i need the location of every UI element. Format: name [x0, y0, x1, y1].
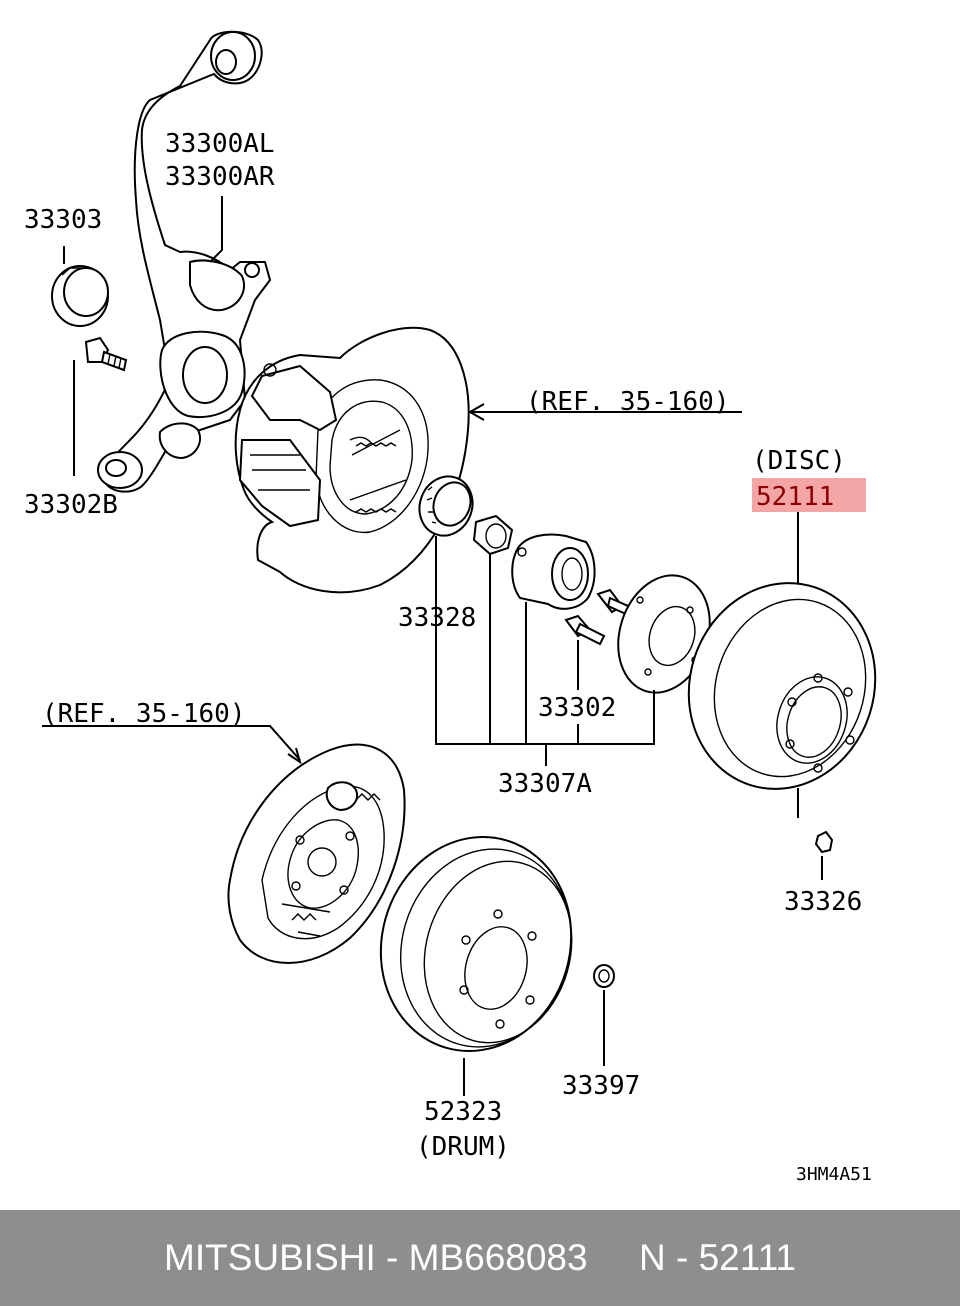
- hub-nut: [472, 514, 514, 556]
- label-33307a: 33307A: [498, 769, 592, 799]
- label-33300al: 33300AL: [165, 129, 275, 159]
- steering-knuckle: [97, 30, 272, 493]
- label-disc-caption: (DISC): [752, 446, 846, 476]
- brake-backing-plate-lower: [227, 743, 406, 964]
- brake-disc: [687, 582, 877, 790]
- label-52323: 52323: [424, 1097, 502, 1127]
- footer-bar: MITSUBISHI - MB668083 N - 52111: [0, 1210, 960, 1306]
- label-33302b: 33302B: [24, 490, 118, 520]
- label-33300ar: 33300AR: [165, 162, 275, 192]
- abs-rotor-ring: [418, 475, 474, 537]
- wheel-stud: [564, 588, 630, 646]
- label-33328: 33328: [398, 603, 476, 633]
- part-highlight: [752, 478, 866, 512]
- label-ref-top: (REF. 35-160): [526, 387, 730, 417]
- dust-cap: [51, 265, 109, 327]
- label-ref-bottom: (REF. 35-160): [42, 699, 246, 729]
- footer-text: MITSUBISHI - MB668083 N - 52111: [164, 1237, 796, 1278]
- brake-backing-plate-upper: [234, 326, 470, 594]
- label-33303: 33303: [24, 205, 102, 235]
- label-33397: 33397: [562, 1071, 640, 1101]
- label-33302: 33302: [538, 693, 616, 723]
- brake-drum: [379, 835, 573, 1053]
- hub-bearing: [511, 533, 596, 610]
- label-diagram-code: 3HM4A51: [796, 1164, 872, 1185]
- label-33326: 33326: [784, 887, 862, 917]
- knuckle-bolt: [84, 336, 128, 372]
- label-52111: 52111: [756, 482, 834, 512]
- disc-screw: [814, 830, 834, 854]
- parts-diagram: 33300AL 33300AR 33303 33302B (REF. 35-16…: [24, 30, 877, 1185]
- label-drum-caption: (DRUM): [416, 1132, 510, 1162]
- drum-nut: [593, 964, 615, 988]
- leader-lines: [42, 196, 823, 1096]
